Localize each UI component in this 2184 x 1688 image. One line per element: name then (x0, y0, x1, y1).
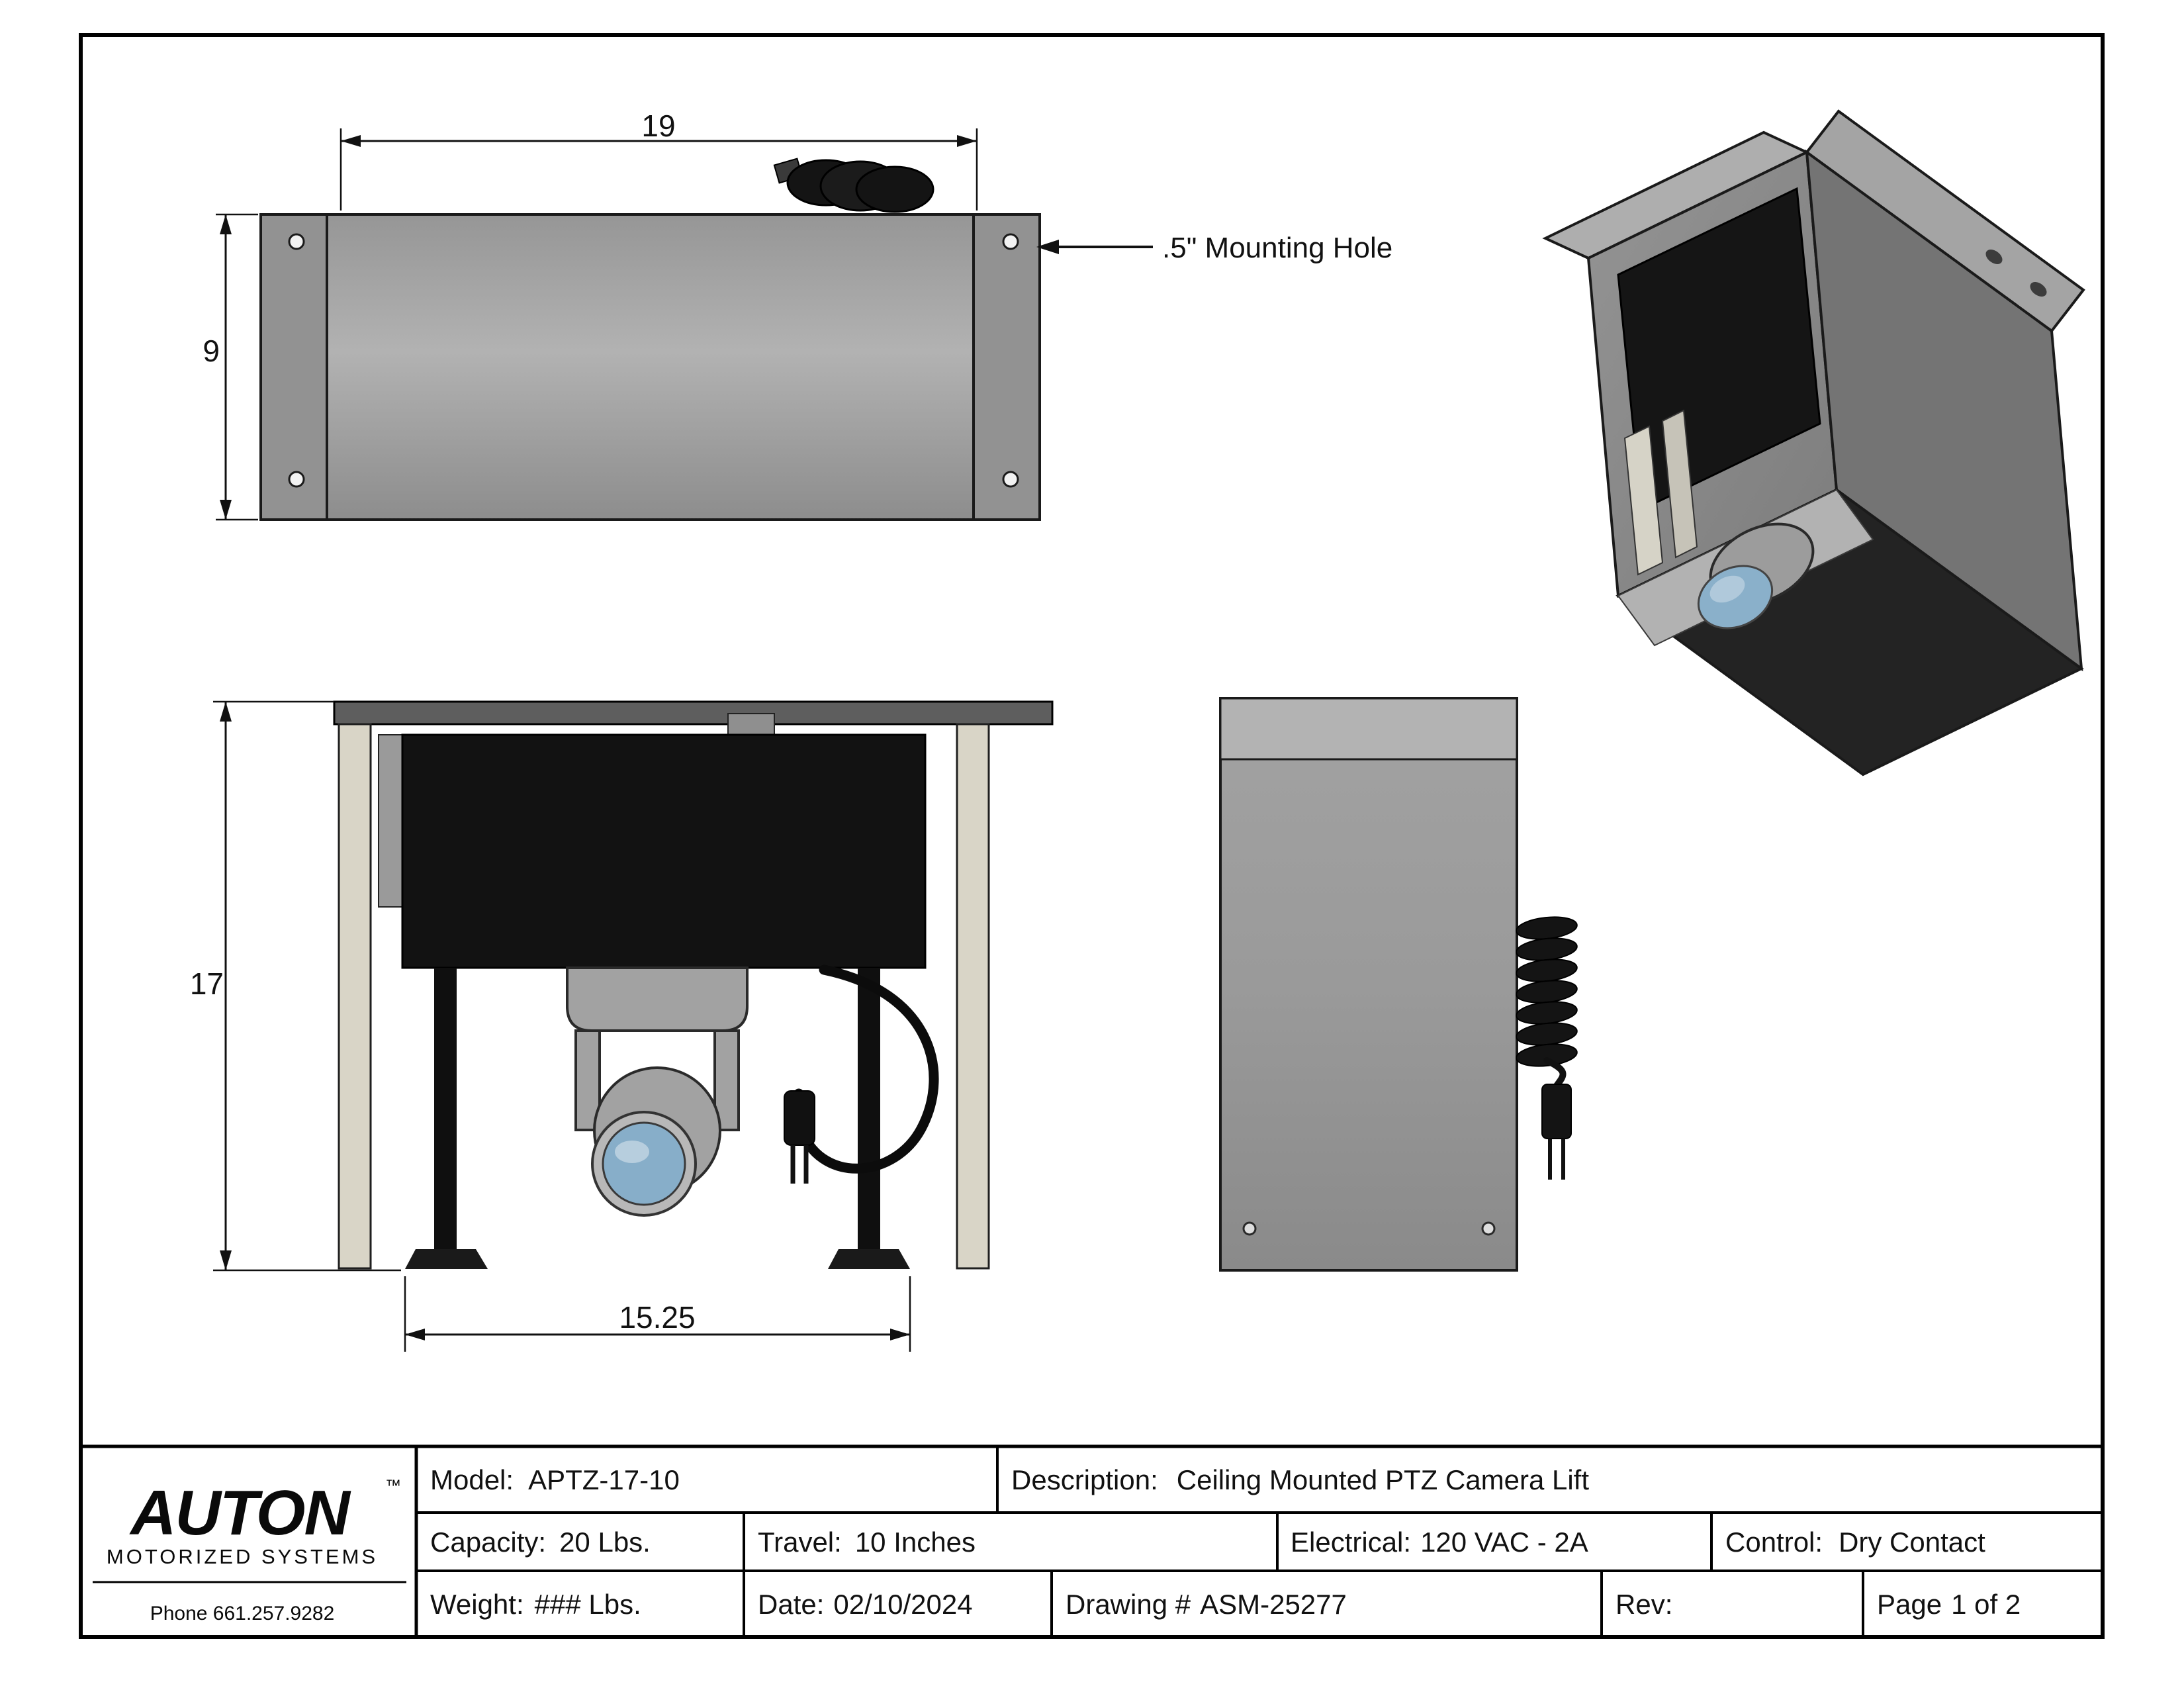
front-view (259, 158, 1041, 521)
mounting-hole-callout-label: .5" Mounting Hole (1162, 232, 1392, 264)
dim-height-label: 9 (203, 334, 220, 368)
support-pole (434, 968, 457, 1249)
housing-side-strip (378, 734, 403, 908)
title-block-grid (81, 1444, 2103, 1637)
ptz-camera (566, 966, 749, 1217)
left-guide-rail (338, 723, 372, 1270)
dimension-extended-height-17: 17 (190, 700, 401, 1272)
weight-cell: Weight:### Lbs. (430, 1589, 641, 1620)
sheet-border (79, 33, 2105, 1639)
dimension-base-width-15-25: 15.25 (404, 1276, 911, 1352)
travel-cell: Travel:10 Inches (758, 1526, 976, 1558)
camera-pan-base (566, 966, 749, 1032)
brand-logo: AUTON ™ MOTORIZED SYSTEMS Phone 661.257.… (107, 1477, 401, 1624)
model-cell: Model:APTZ-17-10 (430, 1464, 680, 1495)
brand-name: AUTON (129, 1477, 351, 1548)
right-guide-rail (956, 723, 990, 1270)
iso-lens-highlight (1709, 575, 1745, 603)
brand-trademark: ™ (385, 1477, 401, 1495)
control-cell: Control:Dry Contact (1725, 1526, 1985, 1558)
support-pole (858, 968, 880, 1249)
dim-extended-height-label: 17 (190, 966, 224, 1001)
iso-lift-rail (1623, 425, 1664, 576)
side-view (1219, 697, 1578, 1272)
camera-yoke-arm (713, 1029, 740, 1131)
ceiling-mount-bar (333, 700, 1054, 726)
dimension-height-9: 9 (203, 213, 258, 521)
capacity-cell: Capacity:20 Lbs. (430, 1526, 651, 1558)
enclosure-body (259, 213, 1041, 521)
dim-base-width-label: 15.25 (619, 1300, 695, 1335)
power-plug (784, 1090, 815, 1184)
side-cord (1543, 1057, 1567, 1089)
isometric-view (1542, 109, 2085, 776)
camera-lens-highlight (615, 1141, 649, 1163)
pole-foot (828, 1249, 910, 1269)
power-cord-coil-top (773, 158, 934, 213)
brand-tagline: MOTORIZED SYSTEMS (107, 1545, 378, 1568)
mounting-hole (288, 471, 305, 488)
side-hole (1481, 1221, 1496, 1236)
dimension-width-19: 19 (340, 109, 978, 211)
mounting-hole (1002, 233, 1019, 250)
title-block: AUTON ™ MOTORIZED SYSTEMS Phone 661.257.… (81, 1444, 2103, 1637)
iso-lift-rail (1661, 409, 1698, 559)
left-end-flange (259, 213, 328, 521)
lift-bracket (727, 713, 775, 737)
iso-flange-hole (1985, 250, 2003, 264)
brand-phone: Phone 661.257.9282 (150, 1603, 335, 1624)
date-cell: Date:02/10/2024 (758, 1589, 973, 1620)
dim-width-label: 19 (641, 109, 675, 143)
mounting-hole (1002, 471, 1019, 488)
drawing-number-cell: Drawing #ASM-25277 (1066, 1589, 1347, 1620)
camera-lens (602, 1121, 686, 1206)
rev-cell: Rev: (1615, 1589, 1672, 1620)
electrical-cell: Electrical:120 VAC - 2A (1291, 1526, 1588, 1558)
pole-foot (405, 1249, 488, 1269)
side-cord-coil (1516, 916, 1578, 1067)
mounting-hole (288, 233, 305, 250)
right-end-flange (972, 213, 1041, 521)
side-flange-strip (1219, 697, 1518, 761)
mounting-hole-callout: .5" Mounting Hole (1036, 232, 1392, 264)
side-hole (1242, 1221, 1257, 1236)
description-cell: Description:Ceiling Mounted PTZ Camera L… (1011, 1464, 1589, 1495)
side-power-plug (1541, 1084, 1572, 1180)
drop-door-panel (401, 733, 927, 969)
side-enclosure (1219, 697, 1518, 1272)
extended-front-view (333, 700, 1054, 1270)
iso-flange-hole (2030, 282, 2047, 297)
